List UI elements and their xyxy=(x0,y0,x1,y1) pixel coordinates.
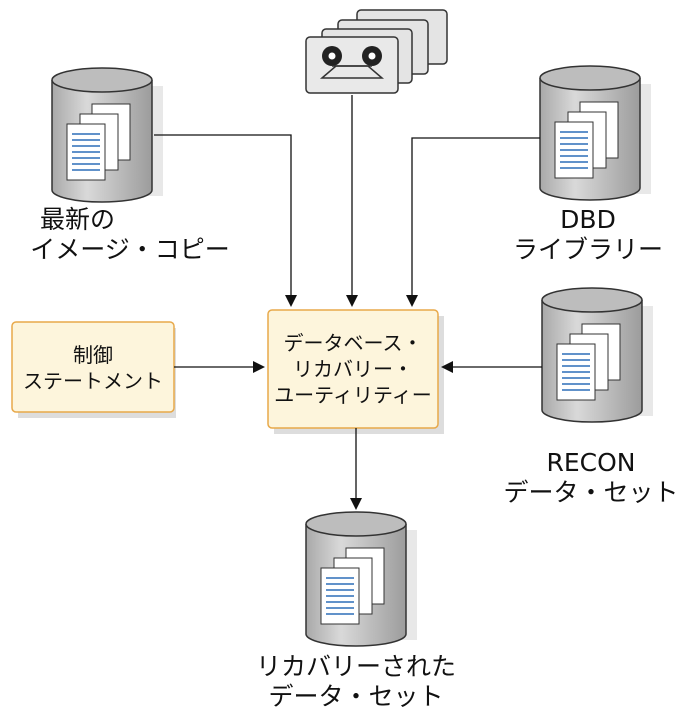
document-stack-icon xyxy=(554,101,619,179)
image-copy-database-icon xyxy=(51,67,163,203)
control-statements-label-line2: ステートメント xyxy=(23,369,163,393)
recovered-dataset-label: リカバリーされた データ・セット xyxy=(236,652,476,712)
recovered-dataset-label-line2: データ・セット xyxy=(268,682,444,711)
image-copy-label-line1: 最新の xyxy=(40,205,116,234)
recovery-utility-box xyxy=(267,309,444,434)
dbd-library-database-icon xyxy=(539,65,651,201)
recovery-utility-label-line3: ユーティリティー xyxy=(274,383,432,407)
recon-label-line1: RECON xyxy=(546,448,636,477)
control-statements-label-line1: 制御 xyxy=(73,343,113,367)
connector-dbd-to-utility xyxy=(406,137,540,307)
connector-image-copy-to-utility xyxy=(154,134,297,307)
image-copy-label-line2: イメージ・コピー xyxy=(30,235,230,264)
document-stack-icon xyxy=(66,103,131,181)
document-stack-icon xyxy=(320,547,385,625)
recon-label-line2: データ・セット xyxy=(503,478,679,507)
recon-label: RECON データ・セット xyxy=(496,448,686,508)
image-copy-label: 最新の イメージ・コピー xyxy=(10,205,250,265)
recovery-utility-label: データベース・ リカバリー・ ユーティリティー xyxy=(268,330,438,408)
document-stack-icon xyxy=(556,323,621,401)
recovery-utility-label-line2: リカバリー・ xyxy=(293,357,413,381)
control-statements-label: 制御 ステートメント xyxy=(12,342,174,394)
dbd-library-label-line1: DBD xyxy=(560,205,616,234)
dbd-library-label: DBD ライブラリー xyxy=(490,205,686,265)
recovered-dataset-database-icon xyxy=(305,511,417,647)
control-statements-box xyxy=(11,321,176,418)
recon-database-icon xyxy=(541,287,653,423)
recovered-dataset-label-line1: リカバリーされた xyxy=(255,652,456,681)
log-tapes-tape-cartridge-icon xyxy=(305,9,448,94)
recovery-utility-label-line1: データベース・ xyxy=(283,331,423,355)
dbd-library-label-line2: ライブラリー xyxy=(512,235,663,264)
